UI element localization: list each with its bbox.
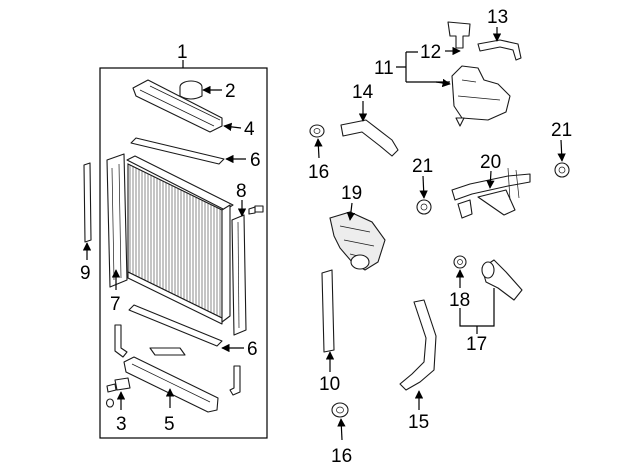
thermostat-housing[interactable] [481, 259, 523, 301]
small-hose-right[interactable] [229, 365, 241, 396]
reservoir-cap[interactable] [447, 21, 471, 49]
leader-16b [337, 418, 346, 441]
radiator-upper-tank[interactable] [132, 79, 223, 133]
callout-1: 1 [177, 42, 188, 63]
coolant-reservoir-tank[interactable] [451, 65, 511, 127]
leader-16a [314, 138, 323, 159]
radiator-core[interactable] [126, 155, 234, 325]
leader-20 [486, 170, 495, 189]
gasket-right[interactable] [554, 162, 570, 178]
leader-4 [223, 122, 242, 132]
side-air-baffle[interactable] [321, 269, 335, 353]
callout-21a: 21 [412, 156, 433, 177]
callout-9: 9 [80, 263, 91, 284]
callout-6a: 6 [250, 150, 261, 171]
callout-16a: 16 [308, 162, 329, 183]
radiator-right-side-tank[interactable] [231, 214, 247, 336]
lower-radiator-hose[interactable] [399, 299, 437, 391]
leader-lines [82, 27, 566, 441]
callout-11: 11 [374, 58, 394, 79]
drain-cock[interactable] [106, 377, 131, 393]
callout-5: 5 [164, 414, 175, 435]
callout-14: 14 [352, 82, 374, 103]
lower-hose-clamp[interactable] [331, 402, 349, 418]
leader-11 [396, 51, 450, 83]
callout-15: 15 [408, 412, 429, 433]
left-air-baffle[interactable] [83, 162, 92, 243]
callout-20: 20 [480, 152, 501, 173]
callout-3: 3 [116, 414, 127, 435]
water-outlet-housing[interactable] [329, 211, 386, 271]
callout-21b: 21 [551, 120, 572, 141]
radiator-cap[interactable] [179, 80, 203, 100]
callout-18: 18 [449, 290, 470, 311]
callout-2: 2 [225, 81, 236, 102]
callout-19: 19 [341, 183, 362, 204]
callout-7: 7 [110, 294, 121, 315]
leader-19 [346, 202, 356, 221]
radiator-lower-tank[interactable] [123, 356, 219, 413]
drain-cock-o-ring[interactable] [105, 398, 115, 408]
lower-bracket[interactable] [149, 347, 186, 356]
drain-plug[interactable] [248, 205, 264, 215]
callout-8: 8 [236, 181, 247, 202]
overflow-hose[interactable] [477, 39, 522, 61]
callout-labels: 1 2 4 6 8 9 7 6 3 5 13 12 11 14 16 21 21… [80, 7, 572, 467]
callout-10: 10 [319, 374, 340, 395]
upper-radiator-hose[interactable] [340, 119, 399, 157]
leader-21a [419, 175, 428, 199]
callout-4: 4 [244, 119, 255, 140]
leader-21b [557, 139, 566, 162]
small-hose-left[interactable] [114, 324, 128, 358]
callout-16b: 16 [331, 446, 352, 467]
radiator-left-side-tank[interactable] [106, 153, 128, 288]
callout-12: 12 [420, 42, 441, 63]
upper-seal-strip[interactable] [130, 137, 225, 165]
callout-6b: 6 [247, 339, 258, 360]
callout-17: 17 [466, 334, 487, 355]
thermostat-gasket[interactable] [453, 255, 467, 269]
leader-11-arrow [435, 78, 451, 88]
callout-13: 13 [487, 7, 508, 28]
lower-seal-strip[interactable] [128, 304, 223, 347]
upper-hose-clamp[interactable] [309, 124, 325, 138]
gasket-left[interactable] [416, 199, 432, 215]
